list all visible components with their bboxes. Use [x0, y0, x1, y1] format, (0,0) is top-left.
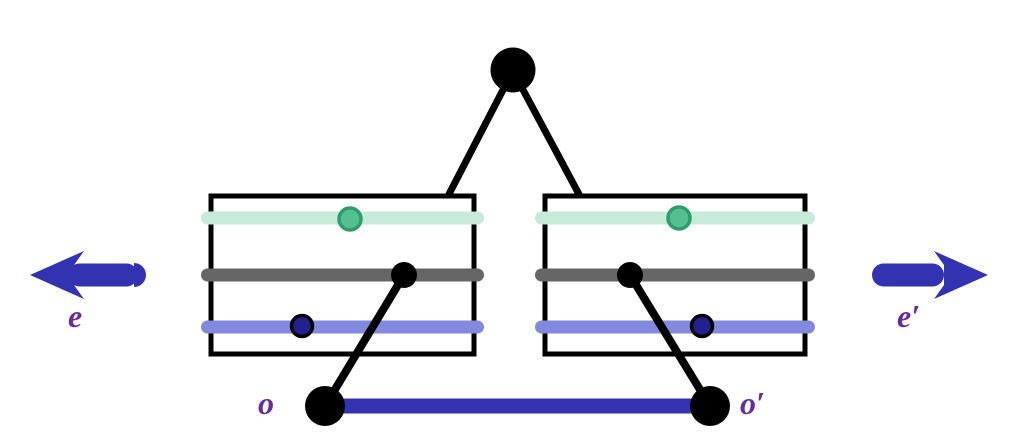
arrow-right-shaft [872, 263, 944, 287]
right-navy-marker[interactable] [689, 313, 715, 339]
edge-left-box-to-origin [321, 272, 408, 409]
left-green-marker[interactable] [337, 206, 363, 232]
left-origin-node[interactable] [305, 386, 345, 426]
arrow-left-shape [134, 263, 146, 287]
arrow-right-icon [872, 251, 988, 299]
right-periwinkle-band [535, 320, 815, 334]
right-event-box[interactable] [535, 193, 815, 357]
left-event-box[interactable] [201, 193, 484, 357]
right-box-black-node[interactable] [617, 262, 643, 288]
apex-node[interactable] [490, 47, 536, 93]
worldline-group [321, 272, 714, 409]
right-arrow-label: e′ [897, 298, 921, 334]
left-navy-marker[interactable] [289, 313, 315, 339]
arrow-left-shaft [68, 263, 138, 287]
left-periwinkle-band [201, 320, 484, 334]
edge-group [443, 84, 585, 200]
left-origin-label: o [258, 385, 274, 421]
right-green-marker[interactable] [666, 205, 692, 231]
left-arrow-label: e [68, 298, 83, 334]
edge-apex-to-right-box [517, 84, 585, 200]
edge-apex-to-left-box [443, 84, 509, 200]
arrow-right-head [934, 251, 988, 299]
edge-right-box-to-origin [626, 272, 714, 409]
right-gray-band [535, 268, 815, 282]
left-gray-band [201, 268, 484, 282]
right-origin-label: o′ [740, 385, 765, 421]
right-origin-node[interactable] [690, 386, 730, 426]
arrow-left-head [30, 251, 84, 299]
left-box-black-node[interactable] [391, 262, 417, 288]
arrow-left-icon [30, 251, 146, 299]
